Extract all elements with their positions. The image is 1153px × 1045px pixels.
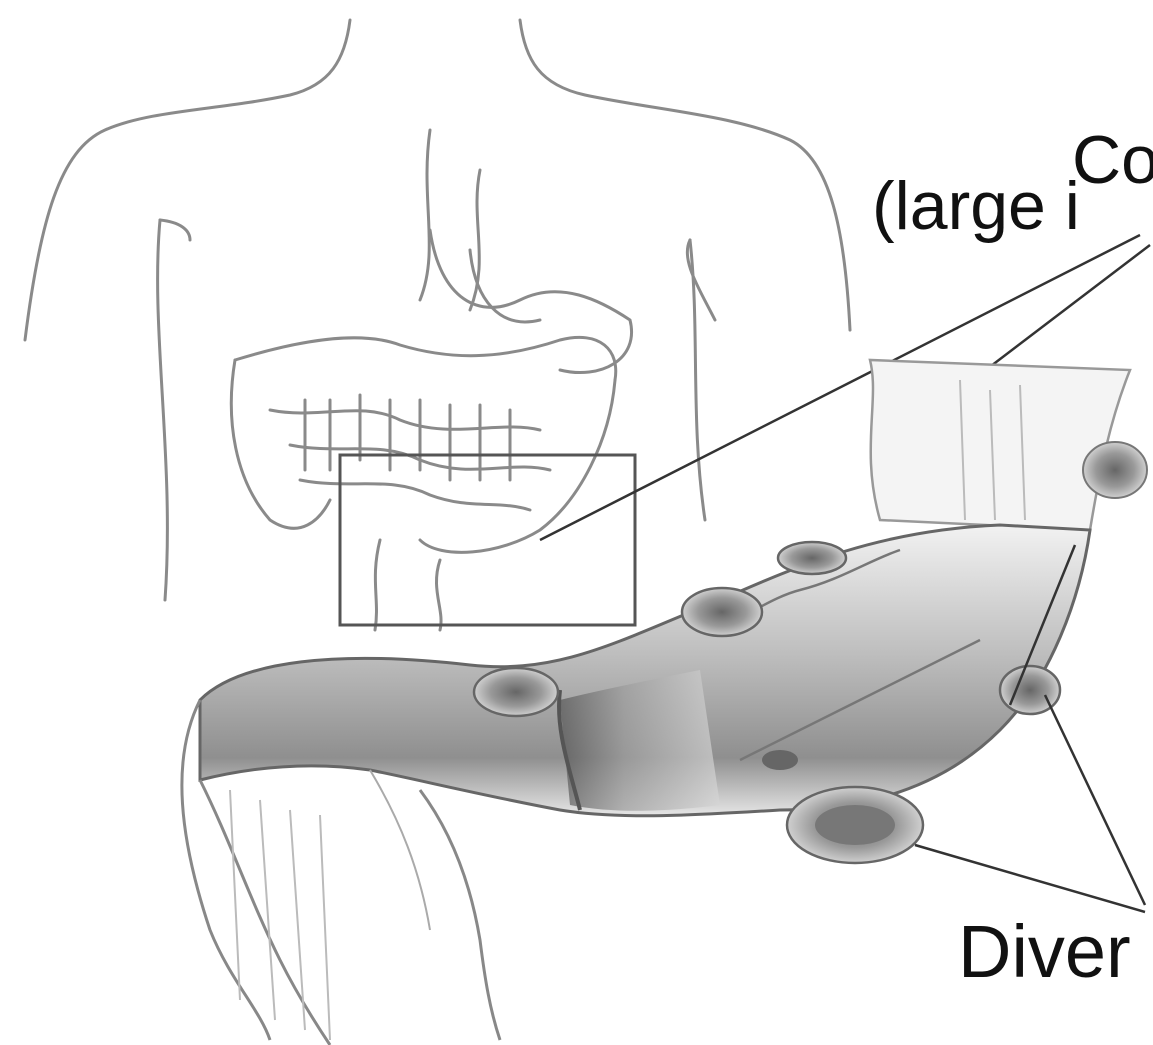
torso-outline [25,20,850,600]
colon-label-line1: Co [1072,126,1153,194]
digestive-organs [231,230,631,630]
upper-colon-segment [870,360,1147,530]
colon-label-line2: (large i [872,172,1080,240]
zoom-box [340,455,635,625]
diverticula-label: Diver [958,915,1131,989]
